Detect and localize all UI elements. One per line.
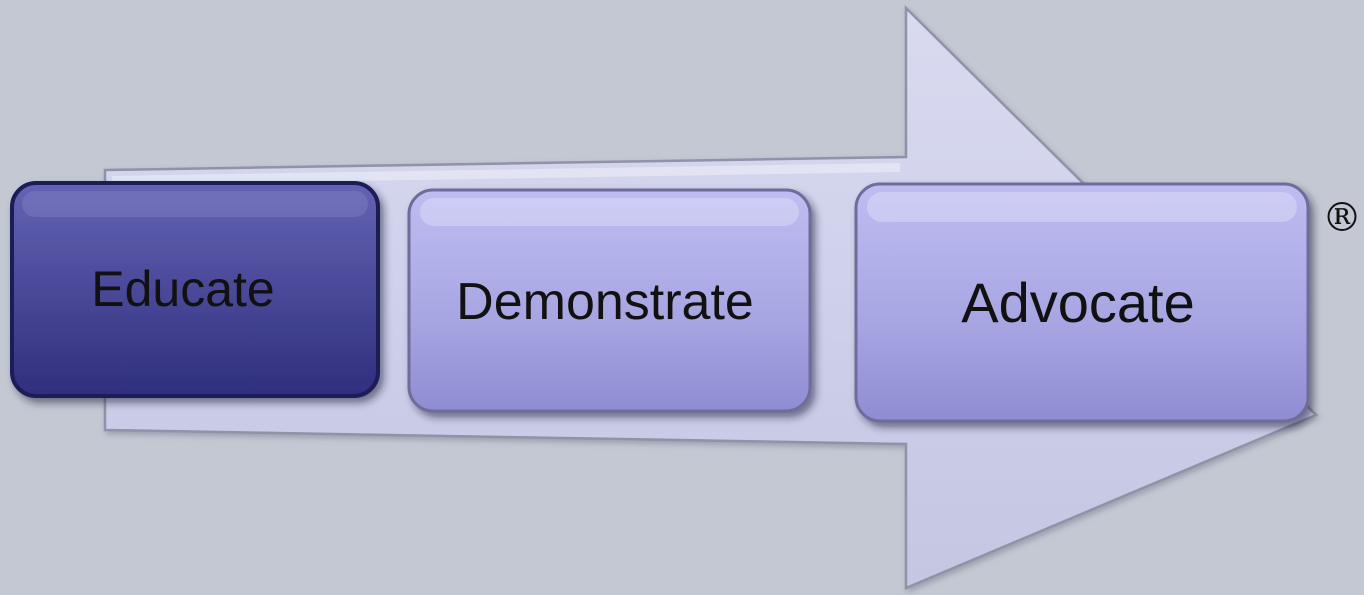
step-demonstrate: Demonstrate [407,188,812,413]
arrow-highlight [112,163,900,185]
step-label: Advocate [961,271,1195,334]
step-label: Educate [91,261,274,317]
step-educate: Educate [10,181,380,398]
registered-mark: ® [1322,195,1362,241]
step-label: Demonstrate [456,273,754,331]
step-advocate: Advocate [854,182,1310,423]
